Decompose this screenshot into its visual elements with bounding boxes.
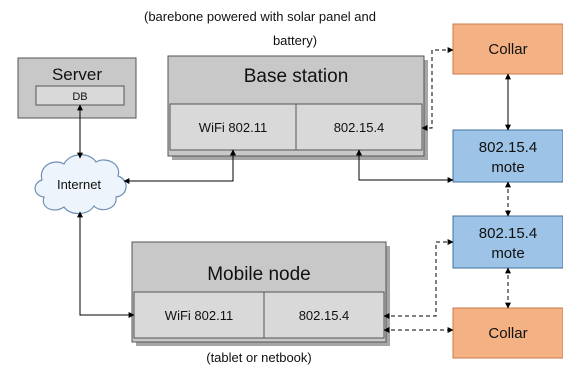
mote-top-label-line2: mote — [491, 159, 524, 176]
link-base-zigbee-mote-top — [356, 149, 454, 183]
base-station-box: Base station WiFi 802.11 802.15.4 — [167, 55, 428, 160]
server-box: Server DB — [17, 57, 137, 119]
collar-top-label: Collar — [488, 41, 527, 58]
collar-bottom: Collar — [452, 307, 563, 359]
mobile-node-title: Mobile node — [207, 264, 311, 285]
mote-bottom-label-line1: 802.15.4 — [479, 225, 537, 242]
connectors — [77, 47, 511, 333]
collar-top: Collar — [452, 23, 563, 75]
base-station-title: Base station — [244, 66, 349, 87]
db-label: DB — [72, 91, 87, 103]
mote-bottom-label-line2: mote — [491, 245, 524, 262]
mote-top: 802.15.4 mote — [452, 129, 563, 183]
server-title: Server — [52, 65, 102, 84]
link-mobile-zigbee-mote-bottom — [383, 239, 454, 319]
mote-bottom-box — [452, 215, 563, 269]
mobile-node-note: (tablet or netbook) — [206, 350, 312, 365]
mote-top-label-line1: 802.15.4 — [479, 139, 537, 156]
base-wifi-label: WiFi 802.11 — [199, 120, 267, 135]
base-station-note-line1: (barebone powered with solar panel and — [144, 9, 376, 24]
internet-cloud: Internet — [34, 154, 127, 215]
internet-label: Internet — [57, 177, 101, 192]
link-internet-mobile-wifi — [77, 211, 135, 318]
collar-bottom-label: Collar — [488, 325, 527, 342]
cloud-shape — [34, 154, 127, 215]
link-base-zigbee-collar-top — [421, 47, 454, 131]
base-station-note-line2: battery) — [273, 33, 317, 48]
link-internet-base-wifi — [123, 149, 236, 184]
mobile-node-box: Mobile node WiFi 802.11 802.15.4 — [131, 241, 390, 346]
mote-bottom: 802.15.4 mote — [452, 215, 563, 269]
mobile-zigbee-module — [263, 291, 385, 339]
base-zigbee-label: 802.15.4 — [334, 120, 385, 135]
mobile-wifi-label: WiFi 802.11 — [165, 308, 233, 323]
mobile-zigbee-label: 802.15.4 — [299, 308, 350, 323]
base-zigbee-module — [295, 103, 423, 151]
